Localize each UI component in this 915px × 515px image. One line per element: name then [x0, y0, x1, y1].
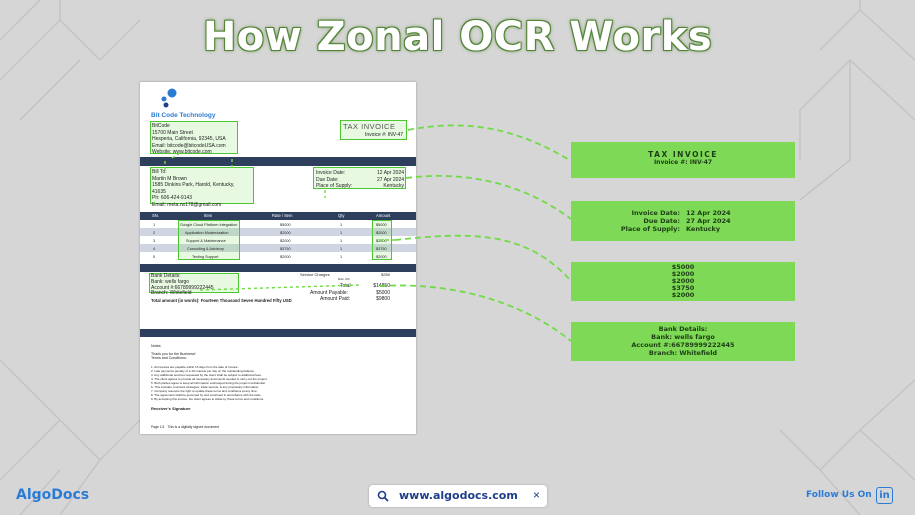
card-amount: $5000: [671, 263, 695, 271]
follow-us-label: Follow Us On: [806, 490, 872, 500]
th-qty: Qty: [338, 213, 345, 218]
card-date-value: 12 Apr 2024: [686, 209, 731, 217]
from-line: 15700 Main Street: [152, 129, 193, 136]
company-name: Bit Code Technology: [151, 112, 216, 119]
algodocs-logo: AlgoDocs: [16, 487, 90, 503]
card-tax-title: TAX INVOICE: [648, 150, 718, 159]
card-bank-line: Account #:66789999222445: [631, 341, 735, 349]
card-date-value: 27 Apr 2024: [686, 217, 731, 225]
bill-to-line: Email: meta.rw178@gmail.com: [152, 201, 222, 208]
card-amount: $3750: [671, 284, 695, 292]
card-amounts: $5000 $2000 $2000 $3750 $2000: [571, 262, 795, 301]
card-tax-sub: Invoice #: INV-47: [653, 159, 713, 166]
bill-to-line: Bill To:: [152, 169, 167, 175]
zone-from: [150, 121, 238, 154]
card-amount: $2000: [671, 277, 695, 285]
footer-bar: [140, 329, 416, 337]
th-item: Item: [204, 213, 213, 218]
url-text[interactable]: www.algodocs.com: [399, 489, 518, 502]
date-key: Place of Supply:: [316, 183, 353, 189]
card-bank: Bank Details: Bank: wells fargo Account …: [571, 322, 795, 361]
url-search-bar[interactable]: www.algodocs.com ×: [369, 485, 547, 507]
card-dates: Invoice Date: 12 Apr 2024 Due Date: 27 Apr…: [571, 201, 795, 241]
company-logo-icon: [161, 88, 177, 108]
linkedin-icon[interactable]: in: [876, 487, 893, 504]
card-bank-line: Bank Details:: [658, 325, 708, 333]
amount-in-words: Total amount (in words): Fourteen Thousa…: [151, 298, 292, 303]
from-line: BitCode: [152, 123, 170, 129]
card-bank-line: Bank: wells fargo: [651, 333, 715, 341]
bill-to-line: 1585 Dinkins Park, Harold, Kentucky,: [152, 182, 235, 188]
card-amount: $2000: [671, 291, 695, 299]
tax-invoice-heading: TAX INVOICE: [343, 122, 396, 131]
search-icon: [377, 490, 389, 502]
header-bar: [140, 157, 416, 166]
date-value: Kentucky: [383, 183, 404, 189]
from-line: Email: bitcode@bitcodeUSA.com: [152, 142, 226, 149]
from-line: Website: www.bitcode.com: [152, 149, 212, 155]
bill-to-block: Bill To: Martin M Brown 1585 Dinkins Par…: [152, 169, 234, 208]
th-amount: Amount: [376, 213, 391, 218]
th-sn: SN.: [152, 213, 159, 218]
notes-block: Notes: Thank you for the Business! Terms…: [151, 344, 268, 411]
from-line: Hesperia, California, 92345, USA: [152, 136, 226, 142]
card-amount: $2000: [671, 270, 695, 278]
page-title: How Zonal OCR Works: [202, 14, 713, 60]
bank-line: Branch: Whitefield: [151, 290, 192, 297]
page-footer: Page 1/1 This is a digitally signed docu…: [151, 425, 220, 429]
zone-tax-invoice: [340, 120, 407, 140]
invoice-document: Bit Code Technology BitCode 15700 Main S…: [140, 82, 416, 434]
card-date-value: Kentucky: [686, 225, 721, 233]
bill-to-line: 41635: [152, 188, 166, 195]
dates-block: Invoice Date:12 Apr 2024 Due Date:27 Apr…: [316, 170, 404, 190]
bank-block: Bank Details: Bank: wells fargo Account …: [151, 273, 214, 297]
th-rate: Rate / Item: [272, 213, 293, 218]
from-address: BitCode 15700 Main Street Hesperia, Cali…: [152, 123, 226, 156]
card-date-key: Due Date:: [643, 217, 680, 225]
card-date-key: Invoice Date:: [631, 209, 680, 217]
close-icon[interactable]: ×: [532, 488, 540, 502]
card-bank-line: Branch: Whitefield: [648, 349, 718, 357]
totals-block: Service Charges$250 Disc. 0% Total$14850…: [300, 272, 390, 302]
totals-bar: [140, 264, 416, 272]
invoice-number: Invoice #: INV-47: [365, 132, 404, 138]
card-date-key: Place of Supply:: [620, 225, 680, 233]
card-tax-invoice: TAX INVOICE Invoice #: INV-47: [571, 142, 795, 178]
table-header-bar: SN. Item Rate / Item Qty Amount: [140, 212, 416, 220]
